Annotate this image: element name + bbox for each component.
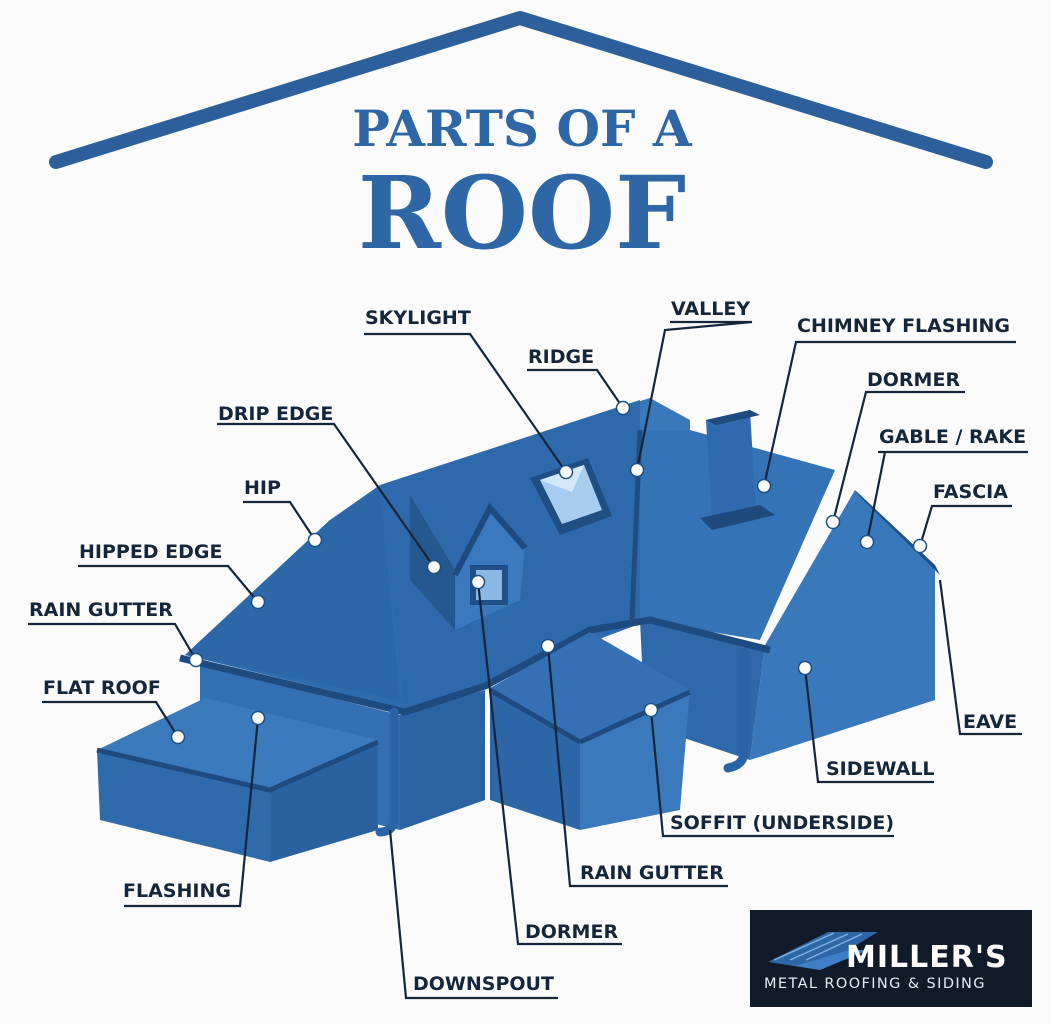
label-hipped-edge: HIPPED EDGE xyxy=(79,541,223,563)
label-flashing: FLASHING xyxy=(123,880,231,902)
dot-dormer-top xyxy=(825,514,841,530)
leader-rain-gutter-left xyxy=(28,622,197,661)
label-fascia: FASCIA xyxy=(933,481,1008,503)
leader-eave xyxy=(938,579,1022,736)
label-rain-gutter-bottom: RAIN GUTTER xyxy=(580,862,724,884)
label-dormer-bottom: DORMER xyxy=(525,921,618,943)
label-dormer-top: DORMER xyxy=(867,369,960,391)
leader-dormer-bottom xyxy=(476,581,622,946)
leader-flat-roof xyxy=(42,700,179,738)
pointer-dots xyxy=(170,400,928,745)
label-sidewall: SIDEWALL xyxy=(826,758,935,780)
leader-drip-edge xyxy=(217,422,435,568)
dot-chimney-flashing xyxy=(756,478,772,494)
label-ridge: RIDGE xyxy=(528,346,594,368)
dot-hip xyxy=(307,532,323,548)
dot-skylight xyxy=(558,464,574,480)
leader-dormer-top xyxy=(831,390,965,523)
leader-lines xyxy=(28,320,1028,1000)
logo-name: MILLER'S xyxy=(846,940,1008,975)
dot-flat-roof xyxy=(170,729,186,745)
millers-logo: MILLER'S METAL ROOFING & SIDING xyxy=(750,910,1032,1007)
leader-hip xyxy=(243,500,316,541)
label-soffit: SOFFIT (UNDERSIDE) xyxy=(670,812,894,834)
label-drip-edge: DRIP EDGE xyxy=(218,403,333,425)
house-illustration xyxy=(96,398,940,862)
label-eave: EAVE xyxy=(963,711,1017,733)
dot-gable-rake xyxy=(859,534,875,550)
dot-sidewall xyxy=(797,660,813,676)
label-gable-rake: GABLE / RAKE xyxy=(879,426,1026,448)
dot-soffit xyxy=(643,702,659,718)
leader-downspout xyxy=(388,829,558,1000)
dot-flashing xyxy=(250,710,266,726)
label-skylight: SKYLIGHT xyxy=(365,307,471,329)
logo-tagline: METAL ROOFING & SIDING xyxy=(764,976,986,992)
label-downspout: DOWNSPOUT xyxy=(413,973,554,995)
leader-ridge xyxy=(527,368,624,409)
label-valley: VALLEY xyxy=(671,298,750,320)
leader-skylight xyxy=(364,332,567,473)
leader-fascia xyxy=(918,504,1012,547)
dot-ridge xyxy=(615,400,631,416)
title-roof-outline xyxy=(49,11,993,169)
label-hip: HIP xyxy=(244,477,281,499)
dot-dormer-bottom xyxy=(470,574,486,590)
label-chimney-flashing: CHIMNEY FLASHING xyxy=(797,315,1010,337)
dot-rain-gutter-bottom xyxy=(540,638,556,654)
dot-drip-edge xyxy=(426,559,442,575)
dot-valley xyxy=(629,462,645,478)
leader-sidewall xyxy=(803,667,934,784)
dot-rain-gutter-left xyxy=(188,652,204,668)
leader-hipped-edge xyxy=(78,564,259,603)
title-line-1: PARTS OF A xyxy=(352,99,693,158)
leader-flashing xyxy=(124,717,260,908)
logo-roof-mark xyxy=(768,932,878,970)
dot-hipped-edge xyxy=(250,594,266,610)
leader-chimney-flashing xyxy=(762,340,1016,487)
title-line-2: ROOF xyxy=(358,154,686,272)
part-labels: SKYLIGHT VALLEY CHIMNEY FLASHING RIDGE D… xyxy=(29,298,1026,995)
leader-gable-rake xyxy=(865,450,1028,543)
dot-fascia xyxy=(912,538,928,554)
leader-rain-gutter-bottom xyxy=(546,645,728,888)
leader-valley xyxy=(635,320,753,471)
label-rain-gutter-left: RAIN GUTTER xyxy=(29,599,173,621)
leader-soffit xyxy=(649,709,894,838)
label-flat-roof: FLAT ROOF xyxy=(43,677,161,699)
